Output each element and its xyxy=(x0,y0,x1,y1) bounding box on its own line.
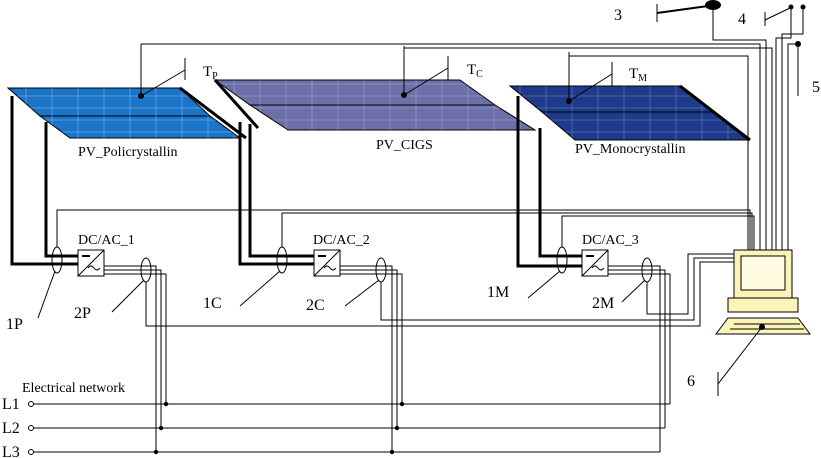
temperature-sensor-cigs xyxy=(401,46,449,98)
temp-label-cigs: TC xyxy=(467,62,483,80)
panel-label-monocrystallin: PV_Monocrystallin xyxy=(575,142,685,157)
sensor-label-2M: 2M xyxy=(592,295,614,312)
sensor-label-6: 6 xyxy=(687,373,695,390)
inverter-label-3: DC/AC_3 xyxy=(582,233,639,248)
temp-label-mono: TM xyxy=(629,66,647,84)
pv-panel-monocrystallin xyxy=(508,84,751,142)
sensor-4-anemometer xyxy=(764,4,806,250)
sensor-label-2P: 2P xyxy=(74,305,91,322)
pv-panel-policrystallin xyxy=(6,86,247,140)
sensor-label-1P: 1P xyxy=(6,316,23,333)
phase-label-L3: L3 xyxy=(2,444,20,458)
temperature-cables xyxy=(141,43,773,254)
panel-label-policrystallin: PV_Policrystallin xyxy=(78,145,178,160)
ac-sensor-2C xyxy=(344,257,734,321)
network-title: Electrical network xyxy=(22,381,125,396)
ac-cables xyxy=(104,265,671,452)
dc-sensor-1P xyxy=(37,209,751,319)
pv-panel-cigs xyxy=(213,78,537,131)
inverter-1 xyxy=(77,249,105,277)
phase-label-L1: L1 xyxy=(2,396,20,413)
dc-cables xyxy=(10,96,582,268)
sensor-label-4: 4 xyxy=(738,11,746,28)
network-lines xyxy=(28,401,670,455)
inverter-2 xyxy=(313,249,341,277)
sensor-5-ambient-temp xyxy=(787,41,801,250)
inverter-label-1: DC/AC_1 xyxy=(78,233,135,248)
dc-sensor-1C xyxy=(239,212,753,307)
computer-icon xyxy=(715,249,811,396)
sensor-label-1M: 1M xyxy=(487,284,509,301)
ac-sensor-2M xyxy=(621,253,734,315)
sensor-3-pyranometer xyxy=(656,0,767,250)
dc-sensor-1M xyxy=(527,215,755,299)
panel-label-cigs: PV_CIGS xyxy=(376,138,433,153)
sensor-label-5: 5 xyxy=(812,79,820,96)
temp-label-poly: TP xyxy=(203,64,218,82)
inverter-label-2: DC/AC_2 xyxy=(313,233,370,248)
temperature-sensor-poly xyxy=(138,44,186,99)
temperature-sensor-mono xyxy=(566,52,613,104)
inverter-3 xyxy=(581,249,609,277)
sensor-label-2C: 2C xyxy=(306,297,325,314)
phase-label-L2: L2 xyxy=(2,420,20,437)
ac-sensor-2P xyxy=(111,257,734,327)
sensor-label-3: 3 xyxy=(614,7,622,24)
sensor-label-1C: 1C xyxy=(203,295,222,312)
